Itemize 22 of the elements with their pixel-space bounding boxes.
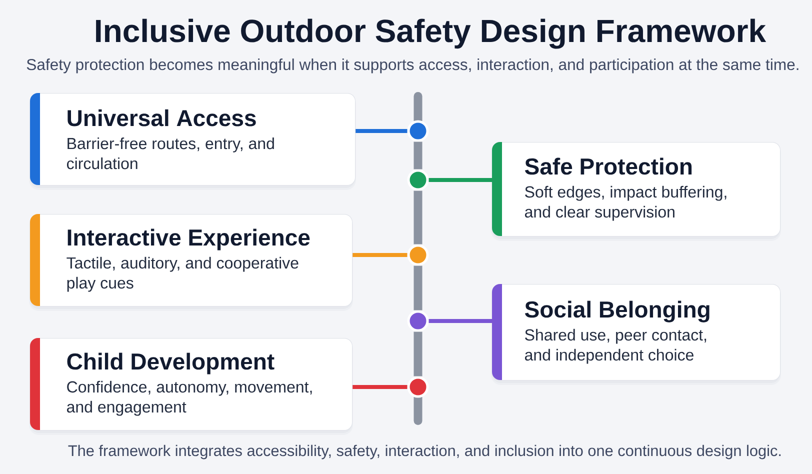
caption: The framework integrates accessibility, safety, interaction, and inclusion into one continuous design logic. bbox=[68, 444, 781, 460]
title: Inclusive Outdoor Safety Design Framework bbox=[96, 18, 766, 49]
card: Safe Protection Soft edges, impact buffering, and clear supervision bbox=[491, 142, 781, 241]
connector-line bbox=[428, 319, 492, 323]
card: Social Belonging Shared use, peer contact, and independent choice bbox=[491, 284, 781, 385]
connector-line bbox=[352, 253, 408, 257]
subtitle: Safety protection becomes meaningful when it supports access, interaction, and participation at the same time. bbox=[26, 58, 798, 74]
timeline-dot bbox=[407, 169, 429, 191]
card: Interactive Experience Tactile, auditory, and cooperative play cues bbox=[29, 214, 353, 311]
timeline-dot bbox=[407, 310, 429, 332]
timeline-dot bbox=[407, 120, 429, 142]
card: Universal Access Barrier-free routes, entry, and circulation bbox=[29, 93, 356, 190]
timeline-line bbox=[414, 190, 422, 244]
timeline-line bbox=[414, 266, 422, 310]
timeline-dot bbox=[407, 376, 429, 398]
timeline-line bbox=[414, 332, 422, 376]
timeline-dot bbox=[407, 244, 429, 266]
connector-line bbox=[356, 129, 408, 133]
connector-line bbox=[352, 385, 408, 389]
timeline-line bbox=[414, 142, 422, 170]
connector-line bbox=[428, 178, 492, 182]
card: Child Development Confidence, autonomy, movement, and engagement bbox=[29, 338, 353, 435]
